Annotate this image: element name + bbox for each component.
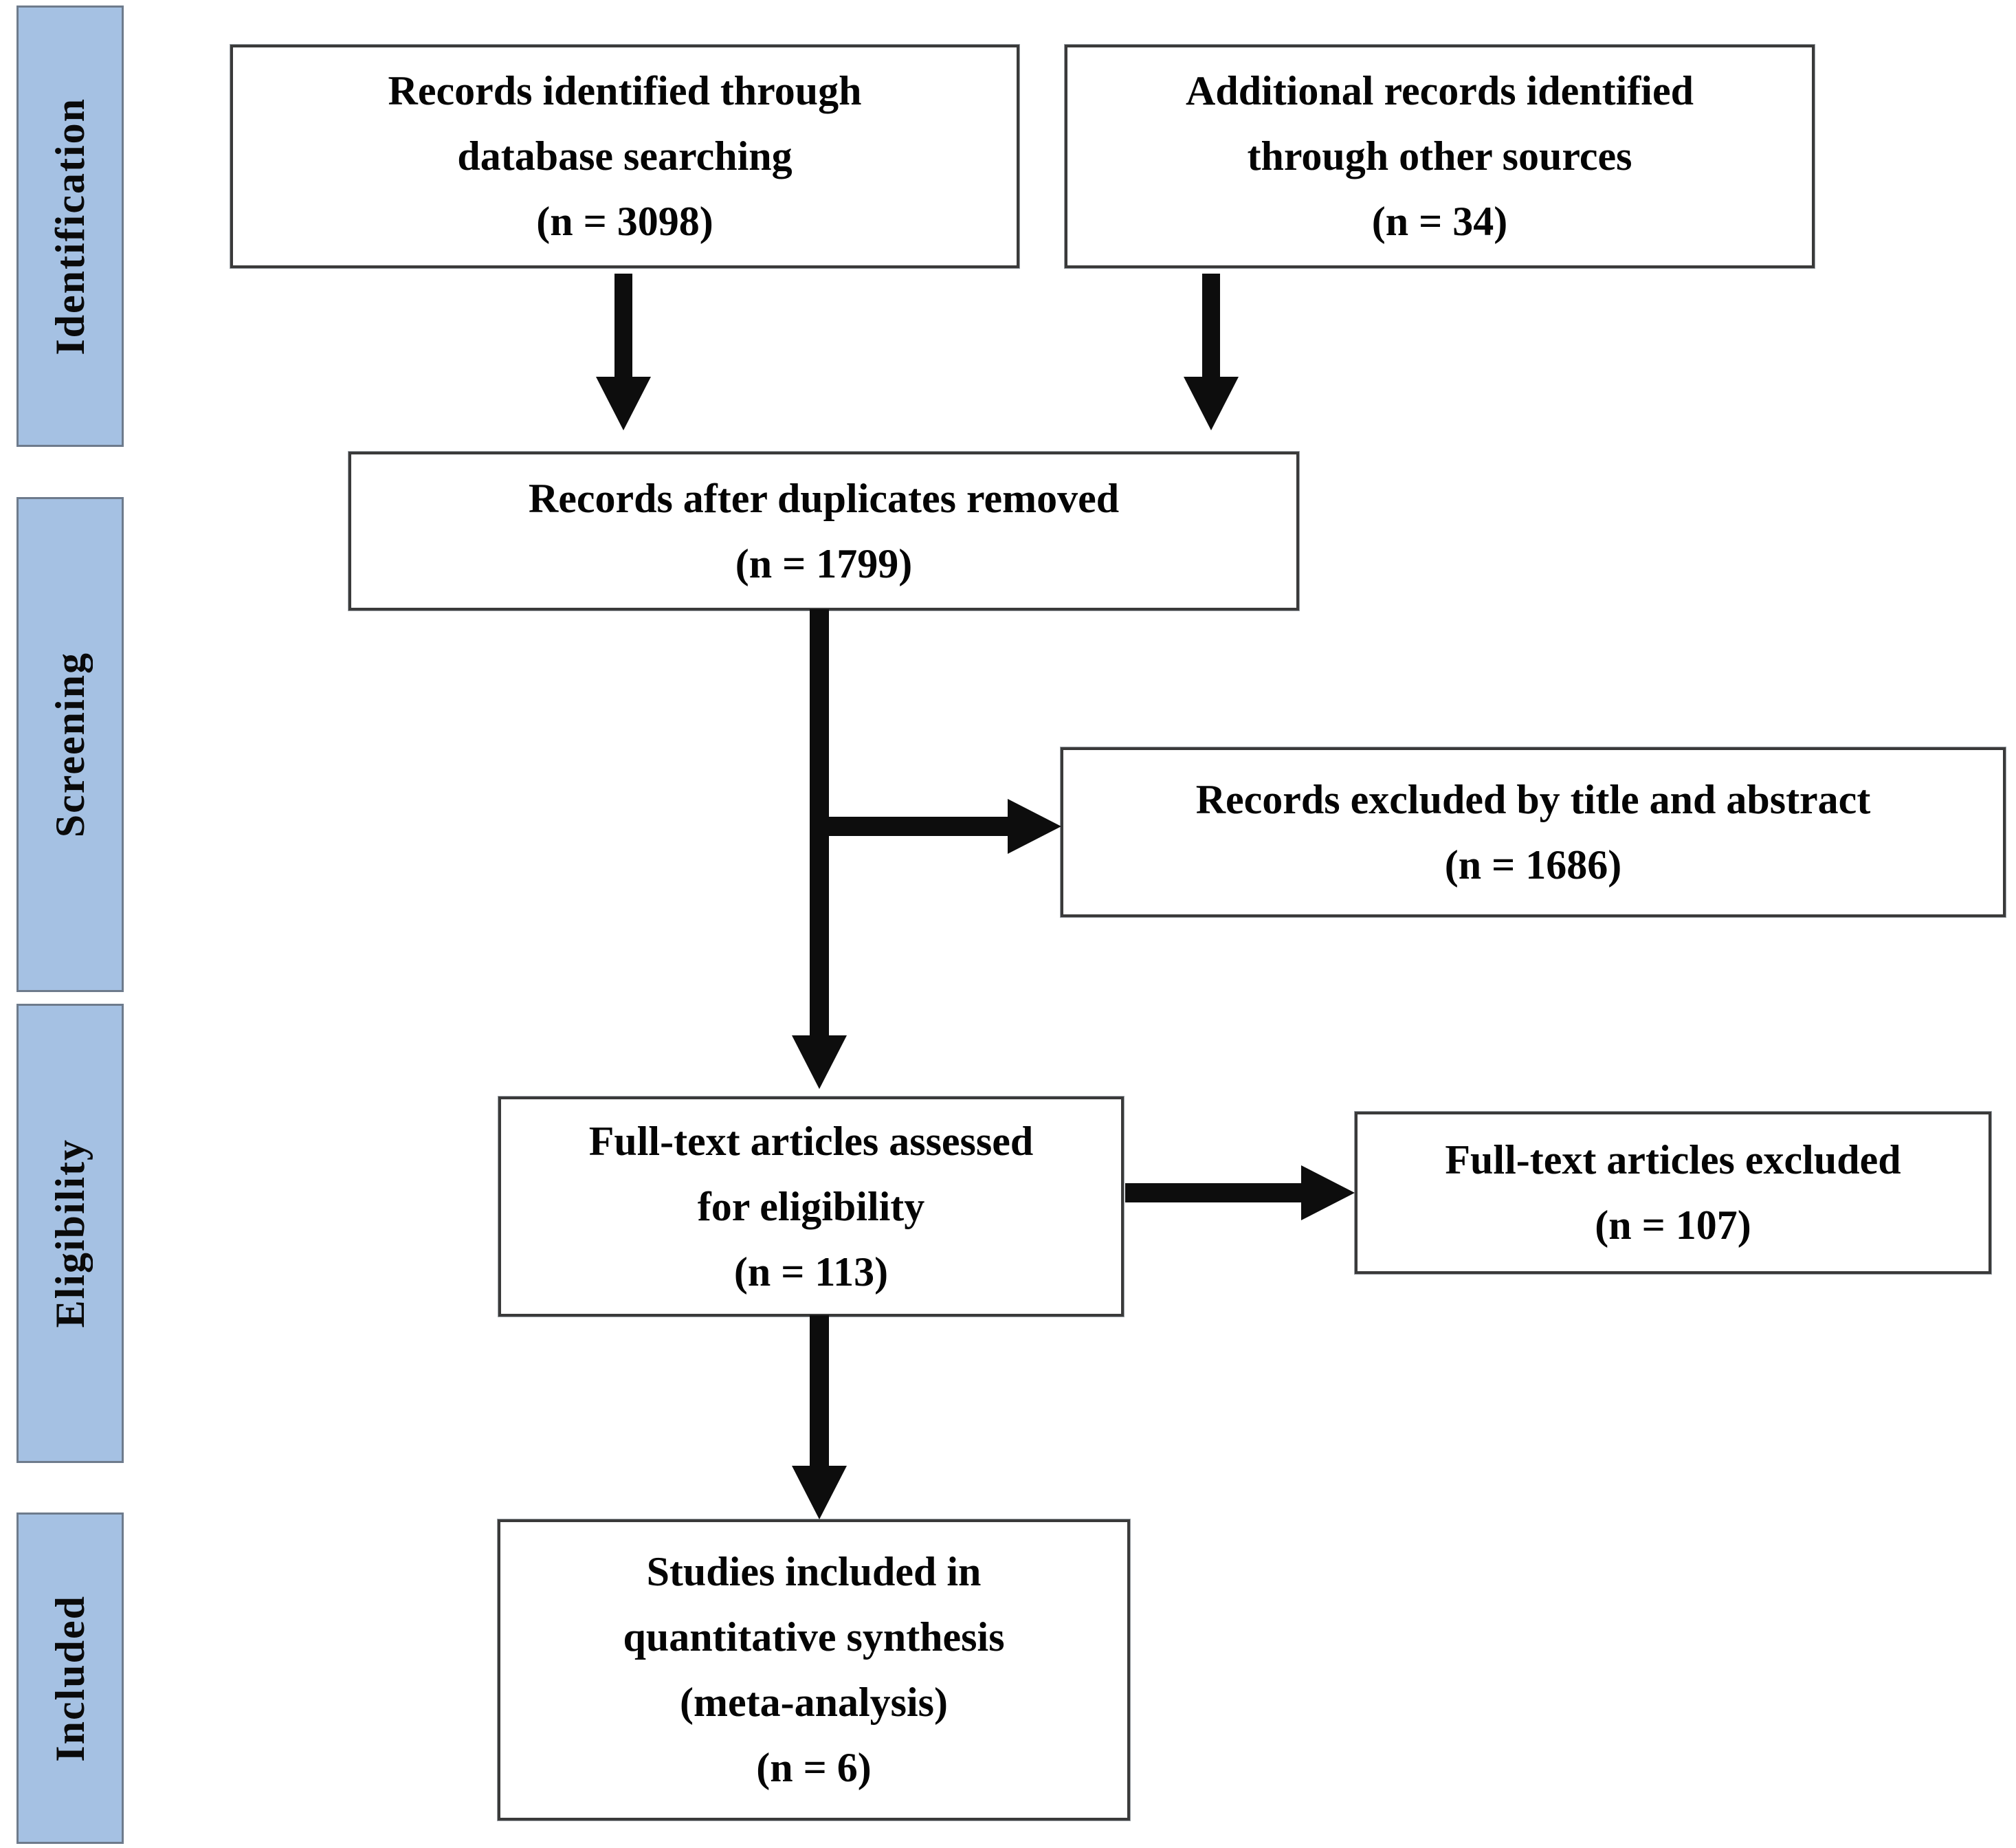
box-records-excluded-text: Records excluded by title and abstract (…: [1195, 776, 1871, 888]
arrow-head-down-icon: [792, 1466, 847, 1519]
box-studies-included: Studies included in quantitative synthes…: [498, 1519, 1130, 1820]
box-duplicates-removed: Records after duplicates removed (n = 17…: [348, 452, 1299, 610]
box-duplicates-removed-text: Records after duplicates removed (n = 17…: [528, 475, 1120, 586]
stage-eligibility-label: Eligibility: [47, 1138, 93, 1328]
arrow-shaft: [810, 817, 1010, 836]
arrow-head-right-icon: [1008, 799, 1061, 854]
arrow-shaft: [614, 274, 632, 378]
box-studies-included-text: Studies included in quantitative synthes…: [623, 1549, 1005, 1790]
stage-identification-label: Identification: [47, 97, 93, 355]
box-fulltext-excluded: Full-text articles excluded (n = 107): [1355, 1112, 1991, 1274]
box-records-identified-text: Records identified through database sear…: [388, 68, 862, 244]
arrow-head-down-icon: [596, 377, 651, 430]
stage-eligibility: Eligibility: [16, 1004, 124, 1463]
stage-screening-label: Screening: [47, 651, 93, 838]
arrow-shaft: [1125, 1183, 1304, 1202]
box-fulltext-assessed-text: Full-text articles assessed for eligibil…: [588, 1118, 1034, 1295]
box-fulltext-assessed: Full-text articles assessed for eligibil…: [498, 1097, 1124, 1317]
stage-screening: Screening: [16, 497, 124, 992]
box-additional-records: Additional records identified through ot…: [1065, 45, 1815, 268]
stage-included-label: Included: [47, 1594, 93, 1762]
box-fulltext-excluded-text: Full-text articles excluded (n = 107): [1445, 1137, 1901, 1248]
arrow-head-down-icon: [1184, 377, 1239, 430]
arrow-shaft: [810, 1315, 829, 1468]
stage-included: Included: [16, 1512, 124, 1844]
box-records-identified: Records identified through database sear…: [230, 45, 1019, 268]
arrow-shaft: [1202, 274, 1220, 378]
arrow-head-right-icon: [1301, 1165, 1355, 1220]
box-records-excluded: Records excluded by title and abstract (…: [1061, 747, 2006, 917]
stage-identification: Identification: [16, 6, 124, 447]
box-additional-records-text: Additional records identified through ot…: [1186, 68, 1694, 244]
arrow-head-down-icon: [792, 1035, 847, 1089]
